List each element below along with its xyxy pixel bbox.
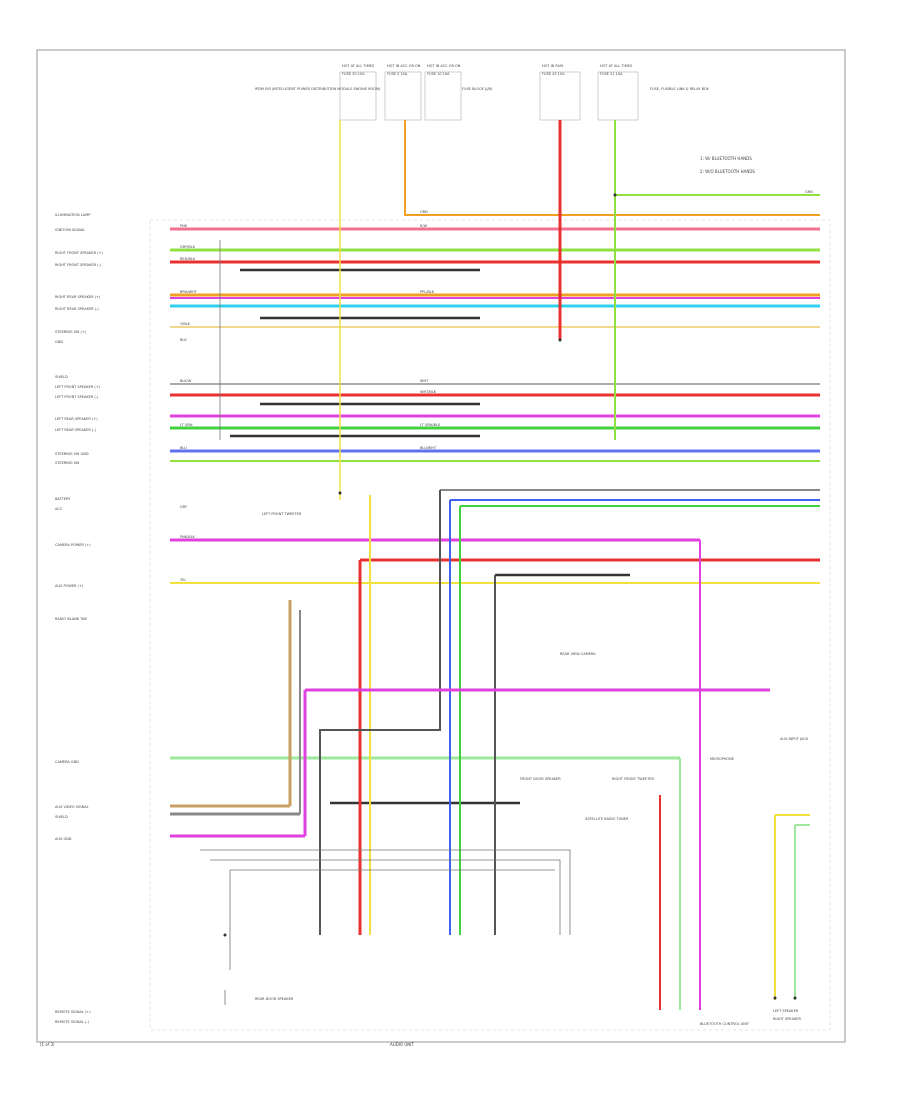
pin-label: RIGHT REAR SPEAKER (+) <box>55 295 101 299</box>
fuse-1-label: HOT AT ALL TIMES <box>342 64 375 68</box>
wire-code: PPL/BLK <box>420 290 435 294</box>
ground-wires <box>200 240 571 1005</box>
fuse-2-label: HOT IN ACC OR ON <box>387 64 421 68</box>
wire-code: LT GRN <box>180 423 193 427</box>
splice-points <box>223 193 797 1000</box>
audio-unit-boundary <box>149 219 831 1031</box>
fuse-note-3: FUSE, FUSIBLE LINK & RELAY BOX <box>650 87 710 91</box>
wire-code: PNK <box>180 224 188 228</box>
pin-label: REMOTE SIGNAL (-) <box>55 1020 90 1024</box>
component-right-front-tweeter: RIGHT FRONT TWEETER <box>612 777 654 781</box>
pin-label: BATTERY <box>55 497 71 501</box>
pin-label: LEFT REAR SPEAKER (-) <box>55 428 97 432</box>
component-bluetooth-control-unit: BLUETOOTH CONTROL UNIT <box>700 1022 750 1026</box>
wire-code: GRN <box>805 190 813 194</box>
component-left-front-tweeter: LEFT FRONT TWEETER <box>262 512 302 516</box>
horizontal-wires <box>170 227 820 838</box>
fuse-box-1 <box>339 71 377 121</box>
wire-code: YEL <box>180 578 186 582</box>
component-right-speaker: RIGHT SPEAKER <box>773 1017 802 1021</box>
fuse-note-2: FUSE BLOCK (J/B) <box>462 87 493 91</box>
fuse-4-sub: FUSE 43 10A <box>542 72 565 76</box>
pin-label: RIGHT REAR SPEAKER (-) <box>55 307 99 311</box>
pin-label: ILLUMINATION LAMP <box>55 213 90 217</box>
component-satellite-radio-tuner: SATELLITE RADIO TUNER <box>585 817 629 821</box>
fuse-note-1: IPDM E/R (INTELLIGENT POWER DISTRIBUTION… <box>255 87 381 91</box>
fuse-3-sub: FUSE 10 10A <box>427 72 450 76</box>
wire-code: BRN/WHT <box>180 290 198 294</box>
wire-code: ORN <box>420 210 428 214</box>
pin-label: LEFT FRONT SPEAKER (-) <box>55 395 99 399</box>
pin-label: CAMERA GND <box>55 760 79 764</box>
pin-label: CAMERA POWER (+) <box>55 543 91 547</box>
pin-label: AUX POWER (+) <box>55 584 84 588</box>
wire-code: R/W <box>420 224 428 228</box>
component-left-speaker: LEFT SPEAKER <box>773 1009 799 1013</box>
fuse-box-3 <box>424 71 462 121</box>
wire-code: Y/BLK <box>180 322 191 326</box>
wire-code: WHT <box>420 379 429 383</box>
pin-label: STEERING SW GND <box>55 452 89 456</box>
fuse-box-4 <box>539 71 581 121</box>
fuse-2-sub: FUSE 5 10A <box>387 72 408 76</box>
fuse-4-label: HOT IN RUN <box>542 64 563 68</box>
fuse-5-label: HOT AT ALL TIMES <box>600 64 633 68</box>
pin-label: GND <box>55 340 63 344</box>
footer-module-label: AUDIO UNIT <box>390 1042 414 1047</box>
pin-label: IGNITION SIGNAL <box>55 228 85 232</box>
component-labels: LEFT SPEAKER RIGHT SPEAKER REAR VIEW CAM… <box>255 512 809 1026</box>
component-rear-view-camera: REAR VIEW CAMERA <box>560 652 596 656</box>
wire-code: WHT/BLK <box>420 390 437 394</box>
legend-item-2: 2: W/O BLUETOOTH HANDS <box>700 169 755 174</box>
pin-label: SHIELD <box>55 375 68 379</box>
wire-code: BLU/WHT <box>420 446 437 450</box>
fuse-1-sub: FUSE 30 10A <box>342 72 365 76</box>
wire-code: GRY <box>180 505 188 509</box>
wire-code: PNK/BLK <box>180 535 196 539</box>
wire-code: LT GRN/BLK <box>420 423 441 427</box>
diagram-frame <box>36 49 846 1043</box>
fuse-box-2 <box>384 71 422 121</box>
wire-code: BLU <box>180 446 187 450</box>
shielded-pairs <box>230 268 630 805</box>
pin-label: LEFT FRONT SPEAKER (+) <box>55 385 101 389</box>
fuse-3-label: HOT IN ACC OR ON <box>427 64 461 68</box>
pin-label: RIGHT FRONT SPEAKER (-) <box>55 263 102 267</box>
pin-label: STEERING SW (+) <box>55 330 87 334</box>
wire-code: BLK/W <box>180 379 192 383</box>
component-front-door-speaker: FRONT DOOR SPEAKER <box>520 777 561 781</box>
fuse-box-5 <box>597 71 639 121</box>
pin-label: LEFT REAR SPEAKER (+) <box>55 417 98 421</box>
wire-code: RED/BLK <box>180 257 196 261</box>
component-rear-door-speaker: REAR DOOR SPEAKER <box>255 997 294 1001</box>
pin-label: RADIO BLANK TAB <box>55 617 87 621</box>
pin-label: AUX GND <box>55 837 72 841</box>
legend-item-1: 1: W/ BLUETOOTH HANDS <box>700 156 752 161</box>
component-microphone: MICROPHONE <box>710 757 734 761</box>
footer-page-indicator: (1 of 3) <box>40 1042 55 1047</box>
legend: 1: W/ BLUETOOTH HANDS 2: W/O BLUETOOTH H… <box>700 156 755 174</box>
pin-label: SHIELD <box>55 815 68 819</box>
vertical-wires <box>288 120 820 1010</box>
fuse-boxes <box>339 71 639 121</box>
pin-label: STEERING SW <box>55 461 80 465</box>
pin-label: AUX VIDEO SIGNAL <box>55 805 89 809</box>
pin-labels: ILLUMINATION LAMP IGNITION SIGNAL RIGHT … <box>55 213 103 1024</box>
pin-label: REMOTE SIGNAL (+) <box>55 1010 91 1014</box>
pin-label: ACC <box>55 507 63 511</box>
wire-code: GRY/BLK <box>180 245 196 249</box>
wire-color-codes: PNK R/W GRY/BLK RED/BLK BRN/WHT PPL/BLK … <box>180 190 813 582</box>
pin-label: RIGHT FRONT SPEAKER (+) <box>55 251 103 255</box>
wire-code: BLK <box>180 338 187 342</box>
component-aux-input-jack: AUX INPUT JACK <box>780 737 809 741</box>
fuse-5-sub: FUSE 21 10A <box>600 72 623 76</box>
fuse-labels: HOT AT ALL TIMES FUSE 30 10A HOT IN ACC … <box>255 64 710 91</box>
